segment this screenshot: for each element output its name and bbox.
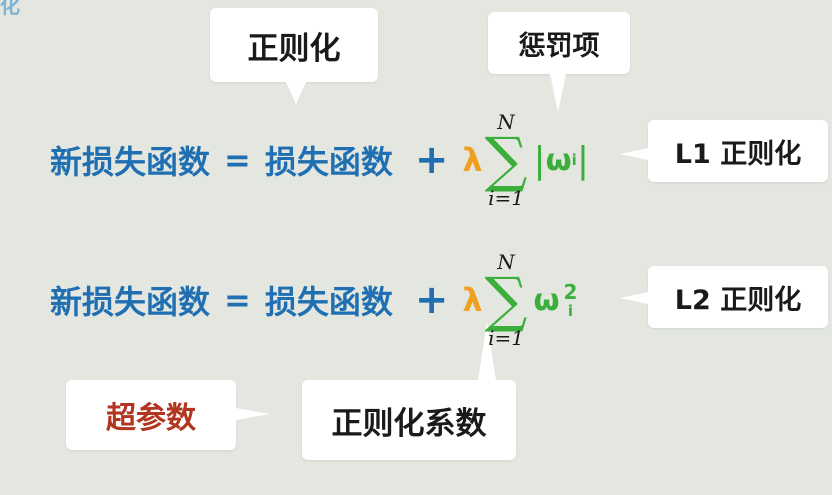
eq1-sum-lower: i=1 bbox=[488, 186, 524, 210]
eq1-summation: N ∑ i=1 bbox=[485, 112, 528, 208]
eq2-sigma: ∑ bbox=[484, 265, 528, 335]
eq2-sum-upper: N bbox=[497, 250, 515, 274]
eq2-new-loss: 新损失函数 bbox=[50, 283, 211, 321]
eq2-equals: = bbox=[224, 281, 251, 319]
eq1-plus: + bbox=[414, 137, 449, 183]
eq1-loss: 损失函数 bbox=[264, 143, 393, 181]
title-fragment: 化 bbox=[0, 0, 20, 18]
eq1-weight: ω bbox=[545, 142, 572, 178]
eq2-lambda: λ bbox=[462, 281, 483, 319]
callout-hyperparameter: 超参数 bbox=[66, 380, 270, 450]
equation-l2: 新损失函数 = 损失函数 + λ N ∑ i=1 ω 2 i bbox=[50, 252, 577, 348]
equation-l1: 新损失函数 = 损失函数 + λ N ∑ i=1 | ω i | bbox=[50, 112, 589, 208]
callout-regularization: 正则化 bbox=[210, 8, 378, 104]
eq1-sum-upper: N bbox=[497, 110, 515, 134]
callout-penalty-term: 惩罚项 bbox=[488, 12, 630, 112]
eq1-sigma: ∑ bbox=[484, 125, 528, 195]
eq1-lambda: λ bbox=[462, 141, 483, 179]
eq2-weight-superscript: 2 bbox=[563, 279, 578, 304]
callout-l1-regularization: L1 正则化 bbox=[620, 120, 828, 182]
eq1-new-loss: 新损失函数 bbox=[50, 143, 211, 181]
eq2-plus: + bbox=[414, 277, 449, 323]
eq2-weight-subscript: i bbox=[567, 301, 574, 320]
callout-l2-regularization: L2 正则化 bbox=[620, 266, 828, 328]
eq2-sum-lower: i=1 bbox=[488, 326, 524, 350]
eq2-loss: 损失函数 bbox=[264, 283, 393, 321]
eq2-weight-scripts: 2 i bbox=[564, 282, 578, 319]
eq1-abs-close: | bbox=[576, 139, 589, 181]
eq1-equals: = bbox=[224, 141, 251, 179]
callout-regularization-coefficient: 正则化系数 bbox=[302, 322, 516, 460]
eq1-abs-open: | bbox=[533, 139, 546, 181]
eq2-weight: ω bbox=[533, 282, 560, 318]
eq1-weight-subscript: i bbox=[571, 151, 577, 169]
eq2-summation: N ∑ i=1 bbox=[485, 252, 528, 348]
